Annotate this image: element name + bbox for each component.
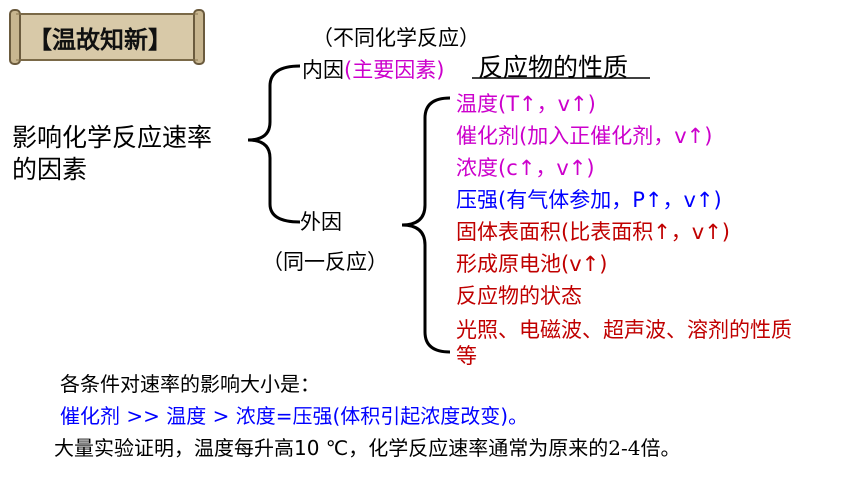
inner-note: （不同化学反应） bbox=[312, 26, 480, 50]
inner-answer: 反应物的性质 bbox=[478, 53, 629, 82]
factor-etc: 等 bbox=[456, 344, 477, 368]
factor-other: 光照、电磁波、超声波、溶剂的性质 bbox=[456, 318, 792, 342]
outer-label: 外因 bbox=[300, 210, 342, 234]
summary-line3-end: 倍。 bbox=[640, 436, 681, 460]
factor-catalyst: 催化剂(加入正催化剂，v↑) bbox=[456, 124, 713, 148]
outer-note: （同一反应） bbox=[262, 250, 388, 274]
factor-surface-area: 固体表面积(比表面积↑，v↑) bbox=[456, 220, 731, 244]
summary-line3-range: 2-4 bbox=[608, 436, 641, 460]
scroll-decoration bbox=[9, 9, 205, 65]
inner-label: 内因 bbox=[302, 58, 344, 82]
main-brace bbox=[247, 64, 301, 224]
summary-line2: 催化剂 >> 温度 > 浓度=压强(体积引起浓度改变)。 bbox=[60, 404, 529, 428]
root-line2: 的因素 bbox=[12, 155, 88, 184]
factor-reactant-state: 反应物的状态 bbox=[456, 284, 582, 308]
summary-line1: 各条件对速率的影响大小是： bbox=[60, 372, 320, 396]
badge-label: 【温故知新】 bbox=[28, 26, 172, 54]
title-badge: 【温故知新】 bbox=[6, 8, 208, 66]
factor-galvanic-cell: 形成原电池(v↑) bbox=[456, 252, 608, 276]
summary-line3-text: 大量实验证明，温度每升高10 ℃，化学反应速率通常为原来的 bbox=[54, 436, 609, 460]
inner-detail: (主要因素) bbox=[344, 58, 445, 82]
factors-brace bbox=[401, 96, 451, 354]
factor-pressure: 压强(有气体参加，P↑，v↑) bbox=[456, 188, 722, 212]
root-line1: 影响化学反应速率 bbox=[12, 123, 213, 152]
summary-line3: 大量实验证明，温度每升高10 ℃，化学反应速率通常为原来的2-4倍。 bbox=[54, 432, 681, 461]
factor-concentration: 浓度(c↑，v↑) bbox=[456, 156, 595, 180]
factor-temperature: 温度(T↑，v↑) bbox=[456, 92, 596, 116]
inner-label-row: 内因(主要因素) bbox=[302, 54, 444, 84]
